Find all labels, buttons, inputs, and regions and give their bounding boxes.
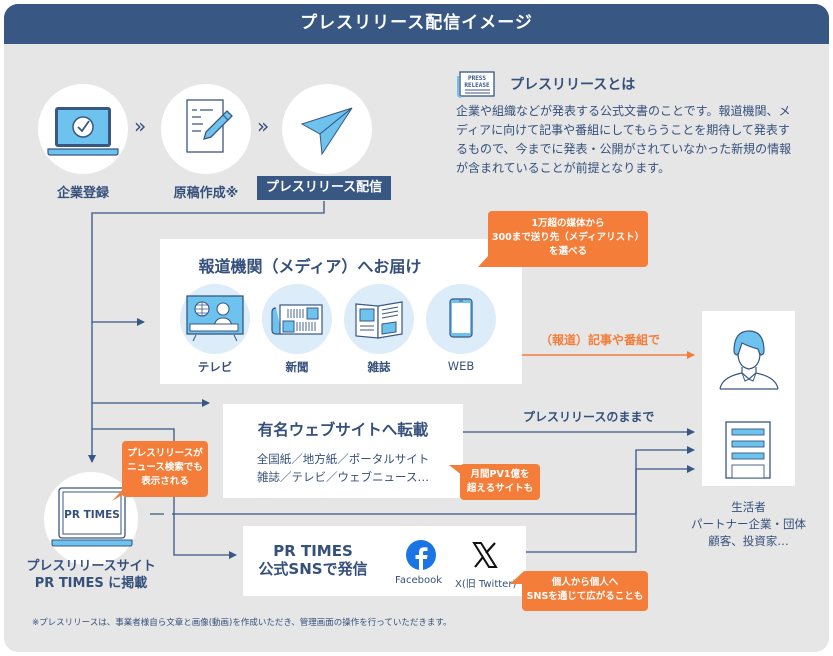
tv-icon <box>186 295 244 342</box>
audience-caption: 生活者 パートナー企業・団体 顧客、投資家… <box>691 500 806 548</box>
media-label-newspaper: 新聞 <box>285 360 309 374</box>
svg-text:PRESS: PRESS <box>468 75 486 82</box>
websites-card: 有名ウェブサイトへ転載 全国紙／地方紙／ポータルサイト 雑誌／テレビ／ウェブニュ… <box>223 404 463 498</box>
websites-callout: 月間PV1億を 超えるサイトも <box>460 464 540 500</box>
media-item-magazine <box>344 284 414 354</box>
line-distribute-trunk <box>88 201 325 463</box>
websites-callout-tail <box>449 465 463 476</box>
media-label-tv: テレビ <box>197 360 233 374</box>
websites-line-2: 雑誌／テレビ／ウェブニュース… <box>257 470 429 484</box>
laptop-check-icon <box>47 107 119 156</box>
paper-plane-icon <box>300 107 353 156</box>
prtimes-callout-tail <box>112 488 134 501</box>
media-label-web: WEB <box>447 359 475 373</box>
flow-label-media: （報道）記事や番組で <box>540 333 661 347</box>
document-pen-icon <box>186 99 233 153</box>
newspaper-icon <box>271 304 323 335</box>
document-list-icon <box>725 421 771 479</box>
media-item-web <box>426 284 496 354</box>
sns-card-title: PR TIMES 公式SNSで発信 <box>258 542 368 578</box>
x-twitter-label[interactable]: X(旧 Twitter) <box>455 579 517 590</box>
press-release-icon: PRESS RELEASE <box>457 71 495 98</box>
step-circle-distribute <box>282 84 372 174</box>
facebook-label[interactable]: Facebook <box>395 575 442 586</box>
chevron-right-icon: » <box>257 114 270 138</box>
diagram-title: プレスリリース配信イメージ <box>4 4 829 44</box>
step-circle-draft <box>161 84 251 174</box>
media-callout-tail <box>478 254 492 267</box>
media-card-title: 報道機関（メディア）へお届け <box>198 257 422 276</box>
diagram-frame: プレスリリース配信イメージ <box>4 4 829 652</box>
step-label-register: 企業登録 <box>56 186 109 201</box>
step-circle-register <box>38 84 128 174</box>
media-label-magazine: 雑誌 <box>367 360 391 374</box>
websites-line-1: 全国紙／地方紙／ポータルサイト <box>256 452 430 466</box>
laptop-prtimes-icon: PR TIMES <box>51 487 133 547</box>
chevron-right-icon: » <box>134 114 147 138</box>
x-twitter-icon[interactable] <box>471 541 499 569</box>
svg-text:RELEASE: RELEASE <box>464 82 490 89</box>
media-card: 報道機関（メディア）へお届け テレビ 新聞 <box>160 239 522 384</box>
flow-label-web: プレスリリースのままで <box>523 410 655 424</box>
sns-callout: 個人から個人へ SNSを通じて広がることも <box>522 571 648 611</box>
step-label-distribute: プレスリリース配信 <box>257 176 391 200</box>
media-item-newspaper <box>262 284 332 354</box>
sns-callout-tail <box>510 571 524 584</box>
about-title: プレスリリースとは <box>510 77 636 93</box>
magazine-icon <box>355 301 403 339</box>
websites-card-title: 有名ウェブサイトへ転載 <box>257 421 429 439</box>
line-sns-to-audience <box>525 465 695 553</box>
sns-card: PR TIMES 公式SNSで発信 Facebook X(旧 Twitter) <box>243 526 526 596</box>
audience-card <box>702 311 795 486</box>
svg-text:PR TIMES: PR TIMES <box>64 509 120 521</box>
facebook-icon[interactable] <box>406 540 436 570</box>
prtimes-callout: プレスリリースが ニュース検索でも 表示される <box>122 441 208 497</box>
footnote: ※プレスリリースは、事業者様自ら文章と画像(動画)を作成いただき、管理画面の操作… <box>32 618 452 628</box>
media-callout: 1万超の媒体から 300まで送り先（メディアリスト） を選べる <box>488 211 648 267</box>
step-label-draft: 原稿作成※ <box>173 186 239 201</box>
person-icon <box>719 330 779 390</box>
smartphone-icon <box>449 298 473 338</box>
media-item-tv <box>180 284 250 354</box>
prtimes-caption: プレスリリースサイト PR TIMES に掲載 <box>26 559 156 591</box>
about-description: 企業や組織などが発表する公式文書のことです。報道機関、メ ディアに向けて記事や番… <box>456 104 792 175</box>
